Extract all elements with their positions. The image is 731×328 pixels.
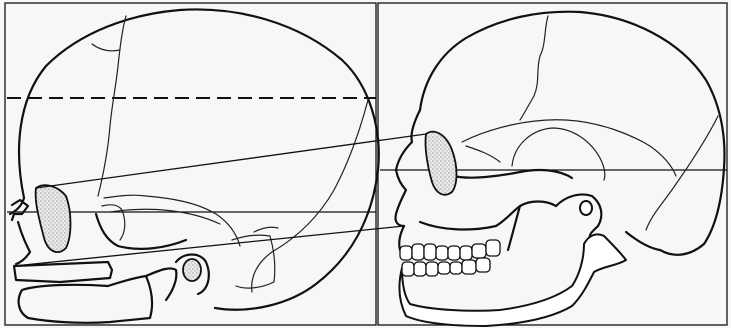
- infant-orbit: [36, 185, 71, 252]
- upper-tooth: [460, 246, 472, 260]
- infant-face-outline: [12, 200, 30, 264]
- adult-orbit: [425, 132, 456, 195]
- infant-coronal-suture: [98, 16, 126, 196]
- adult-skull: [380, 12, 727, 326]
- upper-connecting-line: [36, 134, 426, 188]
- lower-connecting-line: [14, 226, 404, 266]
- lower-tooth: [476, 258, 490, 272]
- upper-tooth: [424, 244, 436, 260]
- adult-zygomatic-arch: [454, 170, 572, 178]
- adult-coronal-suture: [520, 16, 548, 120]
- adult-maxillary-arch: [420, 202, 556, 230]
- upper-tooth: [400, 246, 412, 260]
- upper-tooth: [412, 244, 424, 260]
- adult-lambdoid-suture: [646, 116, 718, 230]
- infant-ear-opening: [183, 259, 201, 281]
- upper-tooth: [448, 246, 460, 260]
- lower-tooth: [402, 262, 414, 276]
- infant-occipital-suture: [254, 227, 278, 232]
- adult-coronoid-process: [508, 206, 520, 250]
- adult-sphenoid-suture: [466, 146, 500, 162]
- adult-lower-teeth: [402, 258, 490, 276]
- lower-tooth: [414, 262, 426, 276]
- adult-brow-ridge: [396, 110, 420, 170]
- adult-ear-opening: [580, 201, 592, 215]
- upper-tooth: [472, 244, 486, 258]
- infant-zygomatic-arch: [96, 214, 186, 249]
- lower-tooth: [438, 262, 450, 274]
- adult-cranial-vault: [420, 12, 724, 168]
- infant-lambdoid-suture: [252, 100, 368, 292]
- upper-tooth: [486, 240, 500, 256]
- adult-nose: [395, 170, 406, 226]
- lower-tooth: [450, 262, 462, 274]
- adult-squamosal-suture: [462, 120, 676, 176]
- adult-upper-teeth: [400, 240, 500, 260]
- adult-occiput: [626, 168, 724, 255]
- upper-tooth: [436, 246, 448, 260]
- lower-tooth: [426, 262, 438, 276]
- infant-frontal-suture-branch: [92, 44, 120, 51]
- lower-tooth: [462, 260, 476, 274]
- infant-mandible: [19, 276, 152, 323]
- connecting-lines: [14, 134, 426, 266]
